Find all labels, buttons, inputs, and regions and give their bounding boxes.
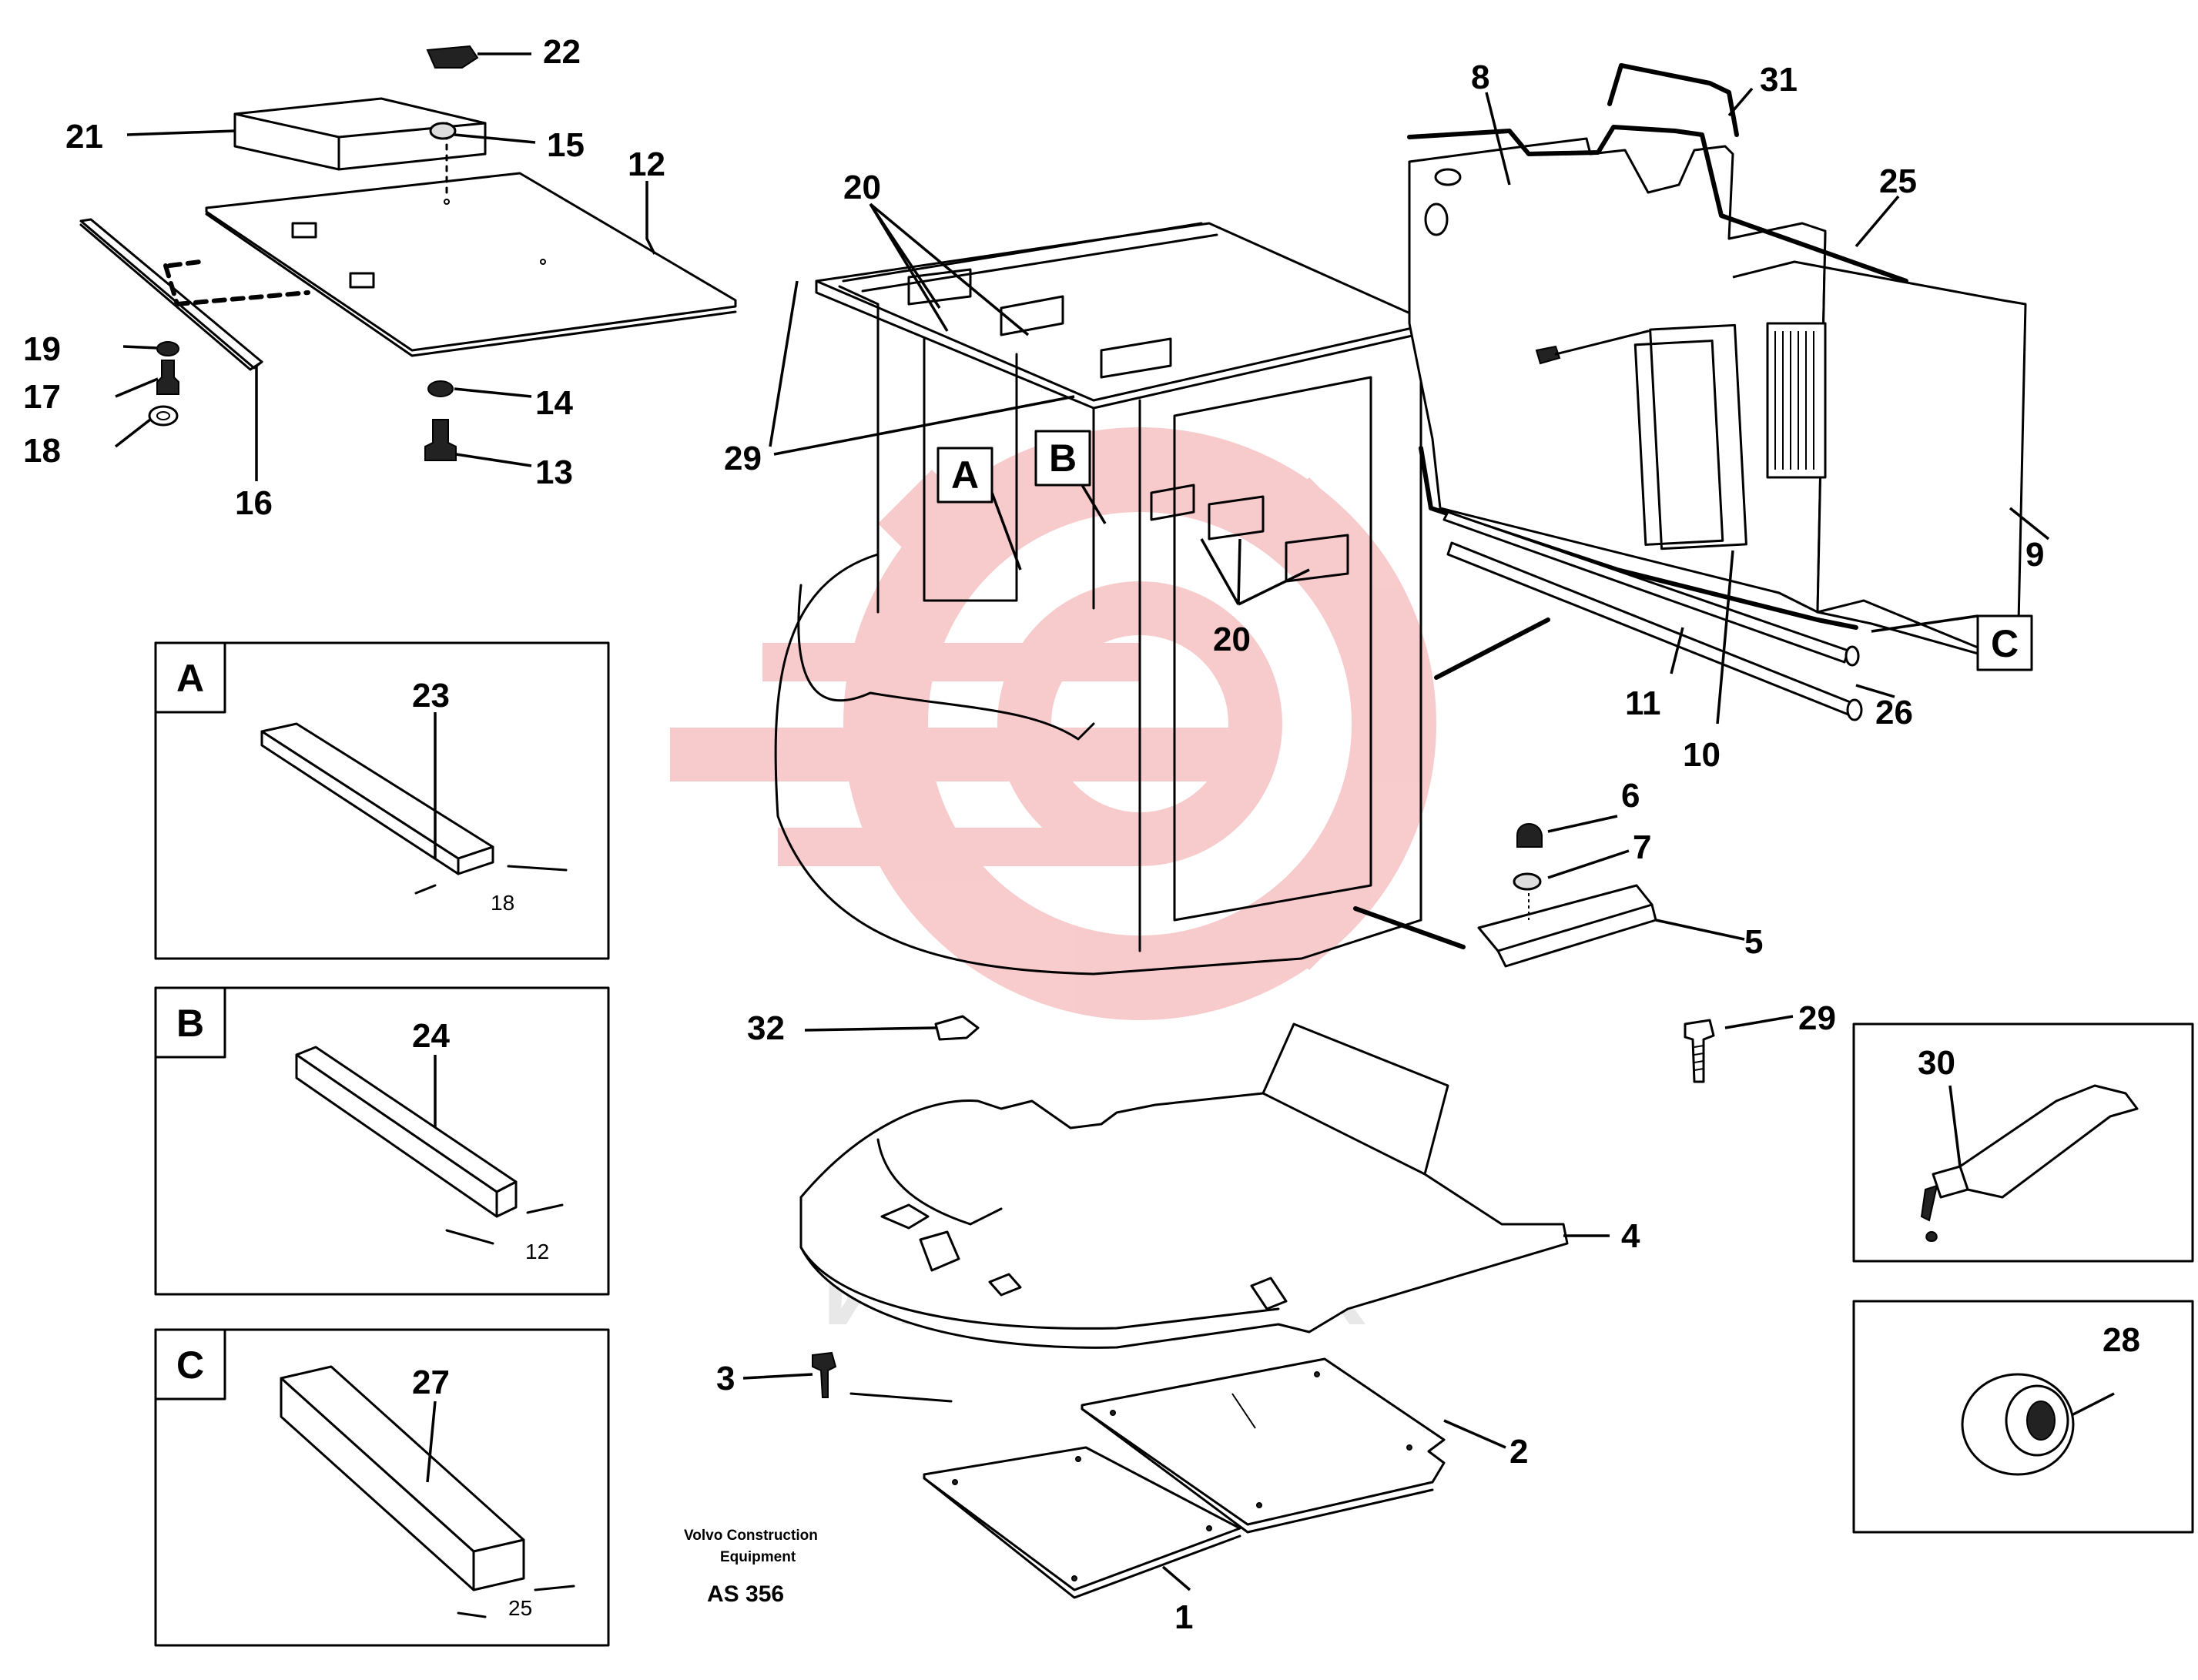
callout-26: 26: [1875, 694, 1913, 731]
callout-29-bolt: 29: [1798, 999, 1836, 1037]
callout-25: 25: [1879, 162, 1917, 200]
callout-19: 19: [23, 330, 61, 368]
detail-box-b: [154, 986, 610, 1296]
leader-lines: [114, 52, 2115, 1591]
detail-c-dimension: 25: [508, 1596, 532, 1620]
source-block: Volvo Construction Equipment AS 356: [684, 1528, 818, 1607]
callout-22: 22: [543, 33, 581, 71]
callout-4: 4: [1621, 1217, 1640, 1255]
callout-14: 14: [535, 384, 573, 422]
floor-mats: [812, 1351, 1446, 1599]
part-22-clip: [426, 45, 479, 69]
vent-grille: [1766, 322, 1827, 479]
drawing-code: AS 356: [707, 1581, 784, 1607]
part-7-washer: [1513, 872, 1542, 891]
callout-9: 9: [2025, 536, 2044, 574]
part-19-washer: [156, 341, 179, 356]
callout-3: 3: [716, 1360, 735, 1397]
callout-18: 18: [23, 432, 61, 470]
view-marker-c: C: [1871, 614, 2033, 671]
callout-12: 12: [628, 146, 665, 183]
part-4-floor-plate: [799, 1022, 1569, 1349]
detail-a-part: 23: [412, 677, 450, 715]
svg-text:A: A: [951, 453, 979, 497]
callout-16: 16: [235, 484, 273, 522]
view-marker-a: A: [936, 447, 1022, 571]
part-32-plug: [934, 1015, 980, 1041]
part-29-bolt: [1684, 1019, 1715, 1083]
part-31-seal-strip: [1607, 63, 1739, 137]
detail-a-label: A: [176, 657, 204, 700]
part-15-spacer: [429, 122, 457, 140]
callout-30: 30: [1918, 1044, 1955, 1082]
watermark-logo: [670, 427, 1436, 1020]
part-28-grommet: [1961, 1373, 2075, 1476]
callout-32: 32: [747, 1009, 785, 1047]
callout-29-cab: 29: [724, 440, 762, 477]
bracket-assembly: [1477, 823, 1715, 1083]
svg-text:B: B: [1049, 437, 1077, 480]
callout-1: 1: [1174, 1598, 1193, 1636]
callout-6: 6: [1621, 777, 1640, 815]
detail-box-c: [154, 1328, 610, 1647]
callout-labels: 22 21 15 12 19 17 18 14 13 16 20 29 20 8…: [23, 33, 2140, 1636]
callout-10: 10: [1683, 736, 1721, 774]
part-8-rear-wall: [1408, 137, 1827, 614]
callout-28: 28: [2103, 1321, 2140, 1359]
callout-13: 13: [535, 453, 573, 491]
floor-plate-assembly: [799, 1015, 1569, 1349]
source-line-1: Volvo Construction: [684, 1528, 818, 1544]
callout-21: 21: [65, 118, 103, 156]
detail-box-28: [1852, 1300, 2194, 1534]
svg-text:C: C: [1991, 622, 2019, 665]
detail-box-texts: A 23 18 B 24 12 C 27 25: [176, 657, 549, 1620]
part-25-seal-strip: [1407, 125, 1908, 283]
detail-c-part: 27: [412, 1364, 450, 1401]
rear-wall-assembly: [1407, 63, 2027, 721]
callout-11: 11: [1625, 684, 1661, 722]
detail-b-part: 24: [412, 1017, 450, 1055]
detail-c-label: C: [176, 1344, 204, 1387]
part-2-floor-mat: [1081, 1357, 1446, 1526]
detail-b-label: B: [176, 1002, 204, 1045]
part-6-cap-nut: [1516, 823, 1543, 848]
detail-a-dimension: 18: [491, 891, 514, 915]
callout-20-mid: 20: [1213, 621, 1251, 658]
callout-17: 17: [23, 378, 61, 416]
view-marker-b: B: [1034, 430, 1107, 524]
part-13-bolt: [424, 419, 457, 461]
callout-8: 8: [1471, 59, 1489, 96]
callout-31: 31: [1760, 61, 1798, 99]
detail-b-dimension: 12: [525, 1240, 549, 1263]
part-3-bolt: [812, 1351, 837, 1398]
part-12-roof-panel: [205, 172, 737, 352]
part-17-screw: [156, 360, 179, 395]
source-line-2: Equipment: [720, 1549, 796, 1565]
detail-box-30: [1852, 1022, 2194, 1263]
detail-box-a: [154, 641, 610, 960]
callout-7: 7: [1633, 828, 1651, 866]
part-10-cover-plate: [1633, 340, 1724, 546]
part-5-bracket: [1477, 884, 1654, 952]
callout-15: 15: [547, 126, 585, 164]
part-30-sealant-tube: [1958, 1084, 2139, 1199]
callout-2: 2: [1509, 1433, 1528, 1471]
roof-panel-assembly: [79, 45, 737, 461]
part-14-nut: [427, 380, 454, 397]
callout-5: 5: [1744, 923, 1763, 961]
callout-20-top: 20: [843, 169, 881, 206]
part-18-washer: [148, 405, 179, 427]
